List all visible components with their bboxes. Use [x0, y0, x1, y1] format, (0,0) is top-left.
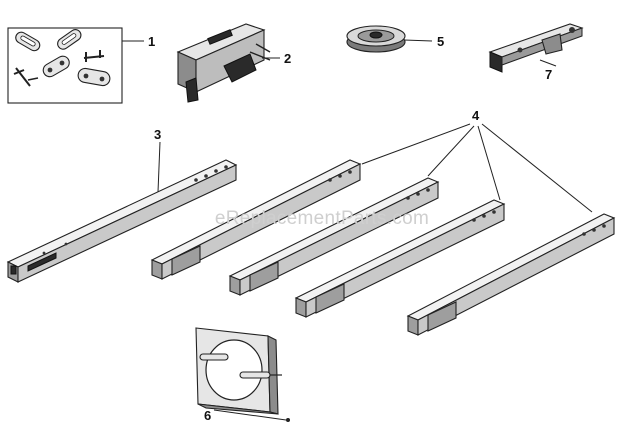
callout-3: 3: [154, 127, 161, 142]
callout-4: 4: [472, 108, 480, 123]
part-4-rail-section-1: [150, 159, 362, 280]
clevis-pin-icon: [13, 67, 39, 87]
part-4-rail-section-3: [294, 199, 506, 318]
part-1-hardware-kit: [7, 27, 123, 104]
part-5-pulley: [346, 25, 406, 53]
clevis-pin-icon: [83, 50, 105, 62]
chain-link-icon: [57, 29, 82, 50]
callout-6: 6: [204, 408, 211, 423]
part-7-bracket: [488, 23, 584, 73]
leader-lines: [122, 39, 593, 422]
part-3-rail-front: [6, 159, 238, 283]
part-2-trolley: [176, 23, 271, 103]
callout-7: 7: [545, 67, 552, 82]
callout-5: 5: [437, 34, 444, 49]
callout-2: 2: [284, 51, 291, 66]
chain-link-icon: [15, 31, 41, 52]
part-4-rail-section-2: [228, 177, 440, 296]
watermark: eReplacementParts.com: [215, 208, 429, 229]
part-4-rail-section-4: [406, 213, 616, 336]
callout-1: 1: [148, 34, 155, 49]
link-plate-icon: [42, 55, 70, 78]
link-plate-icon: [77, 67, 111, 87]
part-6-door-bracket: [195, 327, 282, 415]
